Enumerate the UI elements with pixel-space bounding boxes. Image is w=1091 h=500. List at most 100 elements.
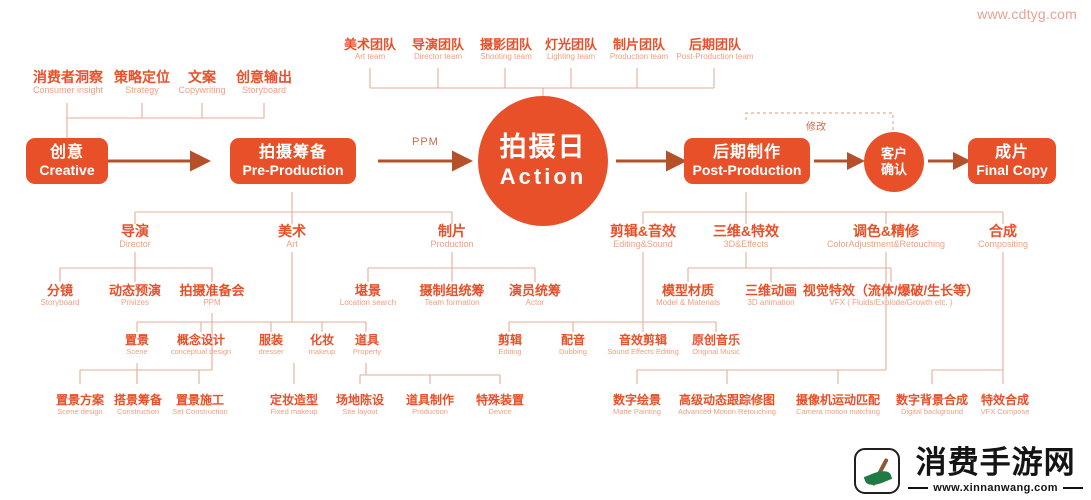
team-lighting: 灯光团队 Lighting team xyxy=(534,38,608,61)
team-post-production: 后期团队 Post-Production team xyxy=(672,38,758,61)
leaf-set-construction: 置景施工 Set Construction xyxy=(160,394,240,416)
team-production: 制片团队 Production team xyxy=(598,38,680,61)
branch-3d-effects: 三维&特效 3D&Effects xyxy=(705,224,787,249)
branch-editing-sound: 剪辑&音效 Editing&Sound xyxy=(602,224,684,249)
label-cn: 高级动态跟踪修图 xyxy=(678,393,775,407)
box-label-en: Final Copy xyxy=(976,161,1048,178)
label-en: Storyboard xyxy=(241,85,287,95)
item-dubbing: 配音 Dubbing xyxy=(546,334,600,356)
leaf-camera-motion-matching: 摄像机运动匹配 Camera motion matching xyxy=(772,394,904,416)
label-cn: 视觉特效（流体/爆破/生长等） xyxy=(802,283,980,298)
label-cn: 搭景筹备 xyxy=(113,393,162,407)
label-en: Team formation xyxy=(424,298,480,307)
label-cn: 特效合成 xyxy=(980,393,1029,407)
label-cn: 动态预演 xyxy=(108,283,161,298)
label-cn: 摄像机运动匹配 xyxy=(795,393,880,407)
label-cn: 配音 xyxy=(560,333,585,347)
branch-production: 制片 Production xyxy=(420,224,484,249)
label-cn: 音效剪辑 xyxy=(618,333,667,347)
leaf-fixed-makeup: 定妆造型 Fixed makeup xyxy=(258,394,330,416)
label-en: Production xyxy=(430,239,474,249)
item-scene: 置景 Scene xyxy=(110,334,164,356)
creative-item-copywriting: 文案 Copywriting xyxy=(165,70,239,95)
label-en: conceptual design xyxy=(170,347,232,356)
item-ppm-meeting: 拍摄准备会 PPM xyxy=(167,284,257,307)
label-cn: 美术团队 xyxy=(343,37,396,52)
watermark-brand-url: www.xinnanwang.com xyxy=(933,482,1058,494)
label-en: PPM xyxy=(203,298,221,307)
ppm-connector-label: PPM xyxy=(412,136,439,148)
label-en: Copywriting xyxy=(178,85,226,95)
leaf-advanced-motion-retouching: 高级动态跟踪修图 Advanced Motion Retouching xyxy=(660,394,794,416)
label-en: dresser xyxy=(258,347,284,356)
item-storyboard: 分镜 Storyboard xyxy=(22,284,98,307)
label-en: Shooting team xyxy=(480,52,532,61)
watermark-brand: 消费手游网 www.xinnanwang.com xyxy=(854,448,1083,494)
item-previs: 动态预演 Privizes xyxy=(96,284,174,307)
label-cn: 消费者洞察 xyxy=(33,69,103,85)
label-en: Actor xyxy=(525,298,545,307)
label-en: Consumer insight xyxy=(32,85,104,95)
creative-item-storyboard: 创意输出 Storyboard xyxy=(225,70,303,95)
watermark-top-url: www.cdtyg.com xyxy=(977,6,1077,22)
team-director: 导演团队 Director team xyxy=(400,38,476,61)
label-cn: 文案 xyxy=(188,69,216,85)
label-en: Post-Production team xyxy=(676,52,754,61)
label-en: Digital background xyxy=(900,407,964,416)
label-en: makeup xyxy=(308,347,336,356)
circle-label-cn: 拍摄日 xyxy=(499,131,587,162)
watermark-text-block: 消费手游网 www.xinnanwang.com xyxy=(908,448,1083,494)
item-original-music: 原创音乐 Original Music xyxy=(675,334,757,356)
label-cn: 化妆 xyxy=(309,333,334,347)
label-en: Original Music xyxy=(692,347,740,356)
stage-box-creative[interactable]: 创意 Creative xyxy=(26,138,108,184)
label-en: ColorAdjustment&Retouching xyxy=(826,239,946,249)
box-label-cn: 后期制作 xyxy=(712,144,781,162)
item-editing: 剪辑 Editing xyxy=(483,334,537,356)
branch-art: 美术 Art xyxy=(262,224,322,249)
label-en: Scene xyxy=(126,347,148,356)
label-cn: 创意输出 xyxy=(236,69,292,85)
leaf-site-layout: 场地陈设 Site layout xyxy=(324,394,396,416)
leaf-matte-painting: 数字绘景 Matte Painting xyxy=(601,394,673,416)
stage-circle-client-confirm[interactable]: 客户 确认 xyxy=(864,132,924,192)
label-en: Set Construction xyxy=(172,407,228,416)
stage-box-final-copy[interactable]: 成片 Final Copy xyxy=(968,138,1056,184)
rule-right xyxy=(1063,487,1083,489)
item-3d-animation: 三维动画 3D animation xyxy=(732,284,810,307)
label-en: Production xyxy=(412,407,448,416)
stage-box-pre-production[interactable]: 拍摄筹备 Pre-Production xyxy=(230,138,356,184)
label-cn: 堪景 xyxy=(354,283,381,298)
label-en: 3D&Effects xyxy=(723,239,769,249)
label-cn: 合成 xyxy=(989,223,1017,239)
label-en: Privizes xyxy=(120,298,149,307)
label-en: Production team xyxy=(609,52,669,61)
watermark-brand-name: 消费手游网 xyxy=(915,445,1076,481)
box-label-cn: 成片 xyxy=(994,144,1029,162)
label-cn: 摄影团队 xyxy=(479,37,532,52)
label-en: Property xyxy=(352,347,382,356)
label-cn: 剪辑 xyxy=(497,333,522,347)
label-en: VFX ( Fluids/Explode/Growth etc. ) xyxy=(829,298,953,307)
label-en: Editing&Sound xyxy=(613,239,673,249)
circle-label-cn-1: 客户 xyxy=(880,145,907,161)
box-label-en: Pre-Production xyxy=(242,161,344,178)
circle-label-cn-2: 确认 xyxy=(880,162,907,177)
label-cn: 演员统筹 xyxy=(508,283,561,298)
item-actor: 演员统筹 Actor xyxy=(497,284,573,307)
label-cn: 道具制作 xyxy=(405,393,454,407)
label-en: Camera motion matching xyxy=(796,407,880,416)
stage-box-post-production[interactable]: 后期制作 Post-Production xyxy=(684,138,810,184)
label-cn: 后期团队 xyxy=(688,37,741,52)
creative-item-strategy: 策略定位 Strategy xyxy=(100,70,184,95)
label-cn: 置景方案 xyxy=(55,393,104,407)
leaf-construction: 搭景筹备 Construction xyxy=(104,394,172,416)
stage-circle-action[interactable]: 拍摄日 Action xyxy=(478,96,608,226)
team-shooting: 摄影团队 Shooting team xyxy=(467,38,545,61)
leaf-prop-production: 道具制作 Production xyxy=(394,394,466,416)
label-en: Scene design xyxy=(57,407,103,416)
label-en: Advanced Motion Retouching xyxy=(678,407,776,416)
item-model-materials: 模型材质 Model & Materials xyxy=(648,284,728,307)
label-cn: 数字背景合成 xyxy=(895,393,968,407)
